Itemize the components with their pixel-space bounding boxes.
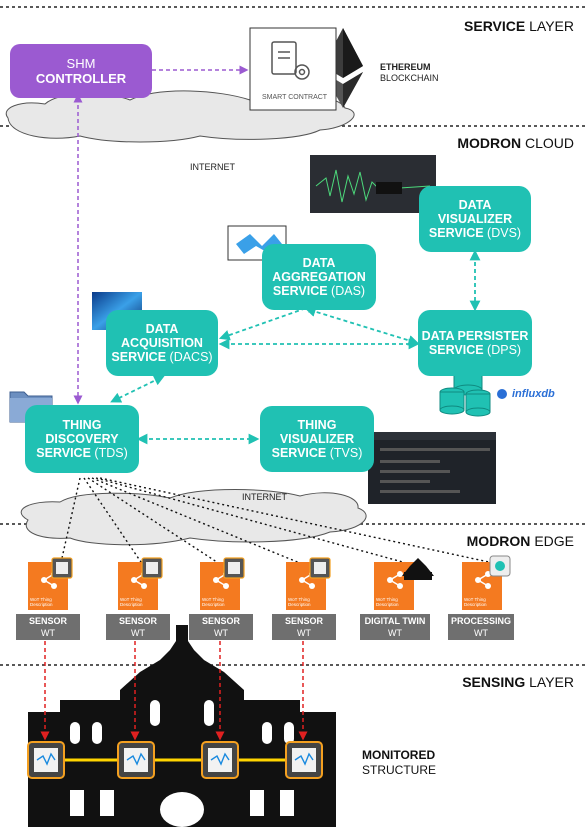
wt-share-links [43,573,489,587]
digital-twin-building-icon [402,558,434,580]
sensing-layer-title: SENSING LAYER [462,674,574,690]
wot-label-6: WoT Thing Description [464,597,487,607]
shm-line2: CONTROLLER [35,71,127,86]
service-layer-title: SERVICE LAYER [464,18,574,34]
shm-controller[interactable]: SHM CONTROLLER [10,44,152,98]
wot-label-4: WoT Thing Description [288,597,311,607]
edge-layer-title: MODRON EDGE [466,533,574,549]
wt-cards [28,562,502,610]
wot-label-5: WoT Thing Description [376,597,399,607]
data-persister-service[interactable]: DATA PERSISTER SERVICE (DPS) [418,310,532,376]
smart-contract-label: SMART CONTRACT [262,94,328,101]
discovery-links [61,477,499,569]
arrow-das-dps [304,306,420,346]
cloud-layer-title: MODRON CLOUD [457,135,574,151]
dvs-screenshot [310,155,436,213]
tvs-screenshot [368,432,496,504]
sensor-chip-1 [27,741,65,779]
arrow-das-dacs [218,302,318,341]
shm-line1: SHM [66,56,96,71]
internet-label-bottom: INTERNET [242,492,287,502]
wt-chip-icons [51,557,331,579]
influxdb-icon [497,389,507,399]
wot-label-1: WoT Thing Description [30,597,53,607]
sensor-chip-2 [117,741,155,779]
sensor-chip-3 [201,741,239,779]
monitored-building [28,625,336,827]
wot-label-3: WoT Thing Description [202,597,225,607]
wot-label-2: WoT Thing Description [120,597,143,607]
arrow-dacs-tds [110,375,165,403]
influxdb-label: influxdb [512,388,555,400]
sensor-chip-4 [285,741,323,779]
building-windows [70,700,294,827]
internet-cloud-bottom [20,489,367,546]
smart-contract-icon [271,41,310,80]
processing-icon [489,555,511,577]
internet-label-top: INTERNET [190,162,235,172]
